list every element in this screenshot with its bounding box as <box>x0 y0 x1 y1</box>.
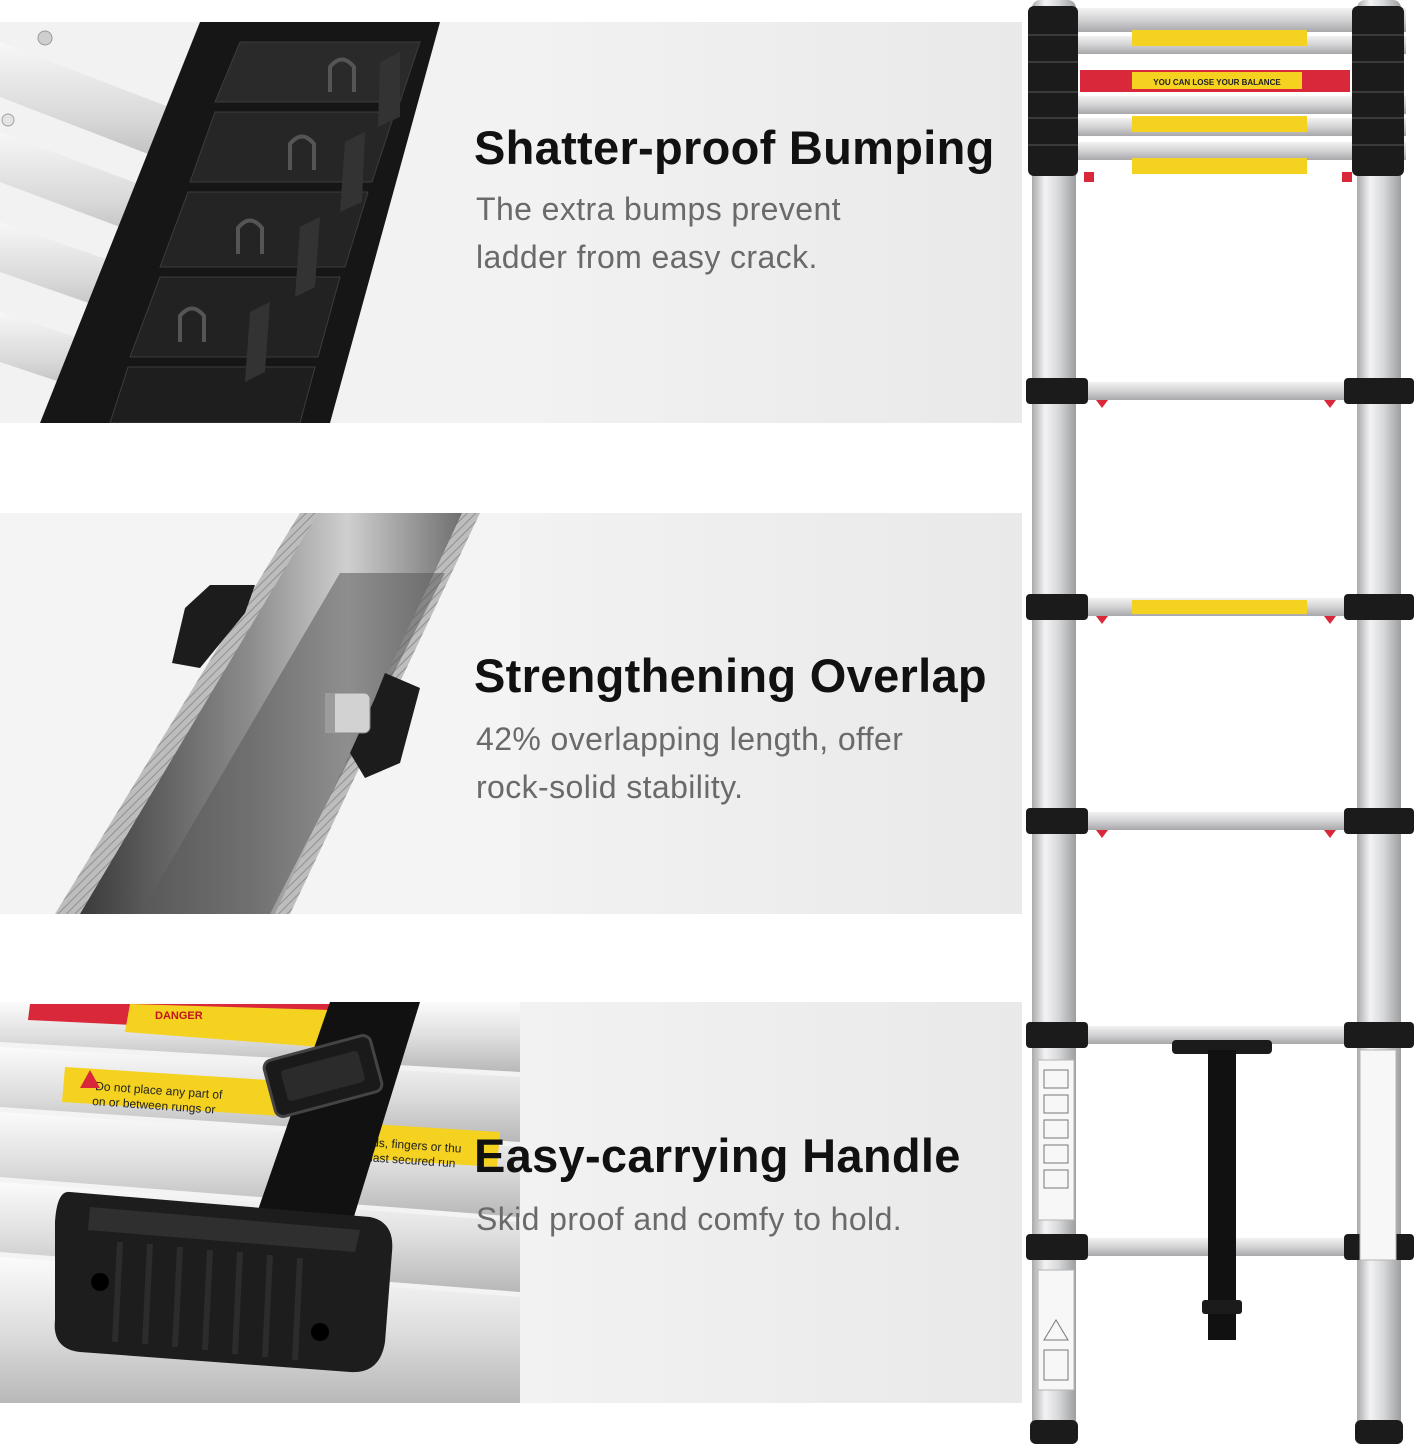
feature-title: Easy-carrying Handle <box>474 1129 961 1182</box>
feature-title: Strengthening Overlap <box>474 649 987 702</box>
feature-description-line: ladder from easy crack. <box>476 239 818 275</box>
feature-panel-handle: DANGER Do not place any part of on or be… <box>0 1002 1022 1403</box>
overlap-cutaway-image <box>0 513 520 914</box>
feature-description: Skid proof and comfy to hold. <box>476 1195 996 1243</box>
feature-description: The extra bumps prevent ladder from easy… <box>476 185 996 281</box>
feature-description-line: rock-solid stability. <box>476 769 744 805</box>
feature-description-line: 42% overlapping length, offer <box>476 721 904 757</box>
feature-panel-overlap: Strengthening Overlap 42% overlapping le… <box>0 513 1022 914</box>
telescopic-ladder-image: YOU CAN LOSE YOUR BALANCE <box>1022 0 1423 1453</box>
feature-description-line: The extra bumps prevent <box>476 191 841 227</box>
danger-label: DANGER <box>155 1010 203 1022</box>
feature-description-line: Skid proof and comfy to hold. <box>476 1201 903 1237</box>
feature-panel-bumping: Shatter-proof Bumping The extra bumps pr… <box>0 22 1022 423</box>
balance-warning-label: YOU CAN LOSE YOUR BALANCE <box>1153 78 1281 87</box>
feature-description: 42% overlapping length, offer rock-solid… <box>476 715 996 811</box>
bumping-closeup-image <box>0 22 520 423</box>
handle-closeup-image: DANGER Do not place any part of on or be… <box>0 1002 520 1403</box>
feature-title: Shatter-proof Bumping <box>474 121 995 174</box>
